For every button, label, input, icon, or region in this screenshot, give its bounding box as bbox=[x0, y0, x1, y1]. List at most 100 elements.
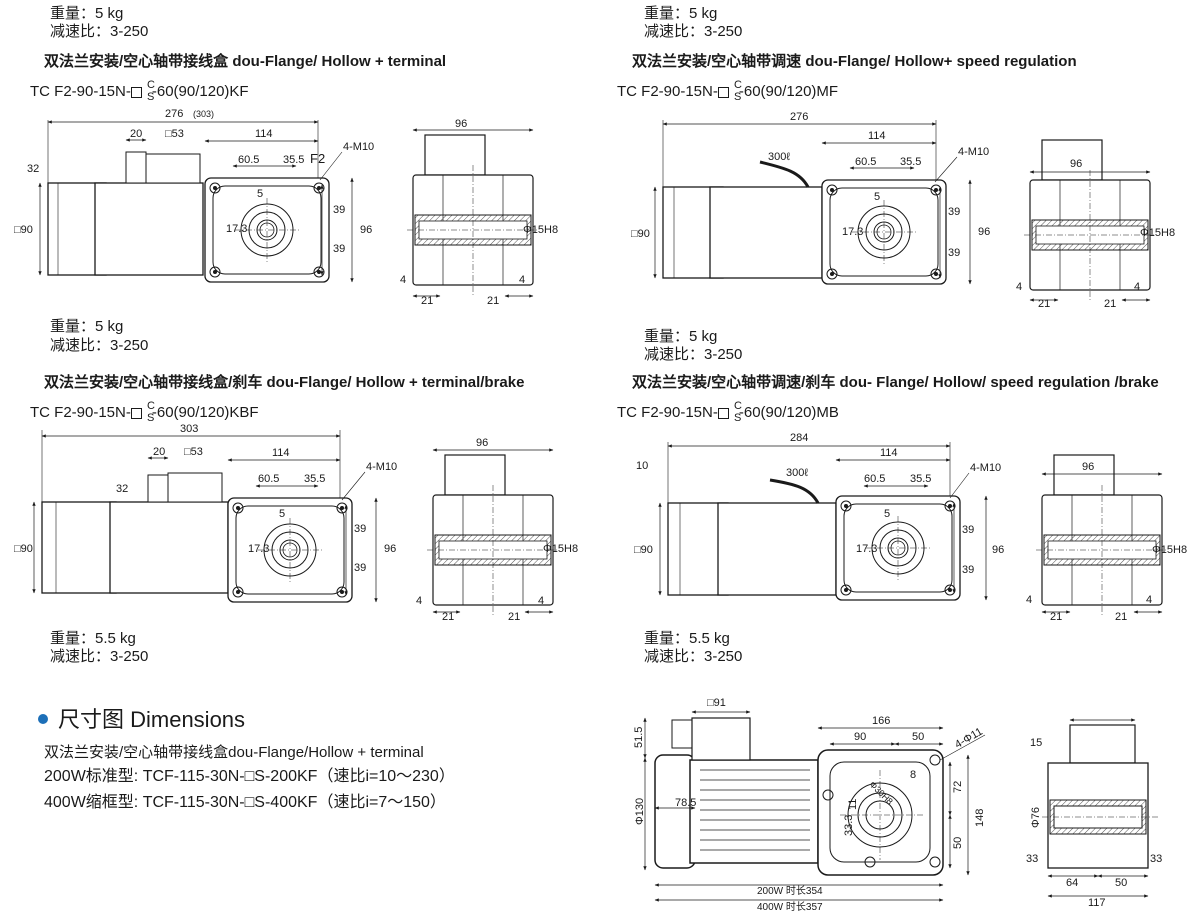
dim-4b: 4 bbox=[538, 595, 544, 607]
side-dim-33a: 33 bbox=[1026, 853, 1038, 865]
drawing-middle-right: 300ℓ 284 10 114 60.5 35.5 4-M10 □90 5 17… bbox=[634, 432, 1187, 623]
dim-53: □53 bbox=[184, 446, 203, 458]
dim-90: □90 bbox=[634, 544, 653, 556]
dim-60-5: 60.5 bbox=[864, 473, 885, 485]
model-prefix: TC F2-90-15N- bbox=[617, 404, 718, 421]
dim-90: □90 bbox=[14, 543, 33, 555]
dimensions-subtitle: 双法兰安装/空心轴带接线盒dou-Flange/Hollow + termina… bbox=[44, 744, 424, 761]
dim-4b: 4 bbox=[1146, 594, 1152, 606]
dim-166: 166 bbox=[872, 715, 890, 727]
side-dim-64: 64 bbox=[1066, 877, 1078, 889]
cable-length: 300ℓ bbox=[768, 151, 790, 163]
shaft-dim: Φ15H8 bbox=[523, 224, 558, 236]
dim-length: 276 bbox=[790, 111, 808, 123]
frac-s: S bbox=[147, 91, 155, 103]
dim-5: 5 bbox=[884, 508, 890, 520]
frac-c: C bbox=[147, 400, 155, 412]
dim-5: 5 bbox=[279, 508, 285, 520]
dim-50b: 50 bbox=[952, 837, 964, 849]
dim-90: □90 bbox=[14, 224, 33, 236]
dim-53: □53 bbox=[165, 128, 184, 140]
dim-130: Φ130 bbox=[634, 798, 646, 825]
dim-96: 96 bbox=[360, 224, 372, 236]
dim-21a: 21 bbox=[442, 611, 454, 623]
dim-39a: 39 bbox=[354, 523, 366, 535]
dim-21b: 21 bbox=[1104, 298, 1116, 310]
dim-114: 114 bbox=[880, 447, 898, 459]
model-prefix: TC F2-90-15N- bbox=[30, 83, 131, 100]
section-title: 双法兰安装/空心轴带调速 dou-Flange/ Hollow+ speed r… bbox=[632, 53, 1077, 70]
side-dim-96: 96 bbox=[1082, 461, 1094, 473]
side-dim-76: Φ76 bbox=[1030, 807, 1042, 828]
dim-32: 32 bbox=[27, 163, 39, 175]
shaft-dim: Φ15H8 bbox=[543, 543, 578, 555]
dimensions-heading: 尺寸图 Dimensions bbox=[58, 707, 246, 732]
side-dim-96: 96 bbox=[476, 437, 488, 449]
model-code: TC F2-90-15N--60(90/120)MB bbox=[617, 404, 839, 421]
drawing-top-left: 276 (303) 20 □53 114 60.5 35.5 F2 4-M10 … bbox=[14, 108, 558, 307]
model-suffix: -60(90/120)MF bbox=[738, 83, 839, 100]
model-suffix: -60(90/120)KF bbox=[151, 83, 249, 100]
dim-60-5: 60.5 bbox=[238, 154, 259, 166]
drawing-dimensions: □91 51.5 Φ130 78.5 166 90 50 4-Φ11 Φ30H8… bbox=[633, 697, 1162, 913]
dim-32: 32 bbox=[116, 483, 128, 495]
dim-21b: 21 bbox=[487, 295, 499, 307]
dim-20: 20 bbox=[130, 128, 142, 140]
section-title: 双法兰安装/空心轴带接线盒 dou-Flange/ Hollow + termi… bbox=[44, 53, 447, 70]
dim-39a: 39 bbox=[962, 524, 974, 536]
box-icon bbox=[717, 86, 729, 98]
dim-length-alt: (303) bbox=[193, 109, 214, 119]
dim-21b: 21 bbox=[1115, 611, 1127, 623]
dim-35-5: 35.5 bbox=[900, 156, 921, 168]
dim-length: 284 bbox=[790, 432, 808, 444]
dim-length: 303 bbox=[180, 423, 198, 435]
box-icon bbox=[130, 86, 142, 98]
dim-17-3: 17.3 bbox=[856, 543, 877, 555]
dim-33-3: 33.3 bbox=[843, 815, 855, 836]
frac-s: S bbox=[734, 91, 742, 103]
side-dim-117: 117 bbox=[1088, 897, 1106, 909]
dim-4-m10: 4-M10 bbox=[970, 462, 1001, 474]
frac-c: C bbox=[734, 79, 742, 91]
section-title: 双法兰安装/空心轴带调速/刹车 dou- Flange/ Hollow/ spe… bbox=[632, 374, 1159, 391]
dim-96: 96 bbox=[978, 226, 990, 238]
dim-96: 96 bbox=[384, 543, 396, 555]
model-prefix: TC F2-90-15N- bbox=[30, 404, 131, 421]
dim-50: 50 bbox=[912, 731, 924, 743]
shaft-dim: Φ15H8 bbox=[1140, 227, 1175, 239]
dim-78-5: 78.5 bbox=[675, 797, 696, 809]
dim-4a: 4 bbox=[1026, 594, 1032, 606]
shaft-dim: Φ15H8 bbox=[1152, 544, 1187, 556]
dim-17-3: 17.3 bbox=[226, 223, 247, 235]
dim-4b: 4 bbox=[1134, 281, 1140, 293]
model-suffix: -60(90/120)KBF bbox=[151, 404, 259, 421]
side-dim-15: 15 bbox=[1030, 737, 1042, 749]
dim-21b: 21 bbox=[508, 611, 520, 623]
dim-60-5: 60.5 bbox=[855, 156, 876, 168]
weight-label: 重量：5 kg bbox=[644, 5, 718, 22]
ratio-label: 减速比：3-250 bbox=[644, 23, 743, 40]
dim-39b: 39 bbox=[354, 562, 366, 574]
weight-label: 重量：5.5 kg bbox=[644, 630, 730, 647]
dim-114: 114 bbox=[868, 130, 886, 142]
length-200w: 200W 时长354 bbox=[757, 885, 823, 897]
dim-4-m10: 4-M10 bbox=[366, 461, 397, 473]
side-dim-50: 50 bbox=[1115, 877, 1127, 889]
model-400w: 400W缩框型: TCF-115-30N-□S-400KF（速比i=7～150） bbox=[44, 794, 446, 811]
dim-21a: 21 bbox=[1038, 298, 1050, 310]
weight-label: 重量：5 kg bbox=[50, 5, 124, 22]
dim-35-5: 35.5 bbox=[283, 154, 304, 166]
dim-length: 276 bbox=[165, 108, 183, 120]
side-dim-96: 96 bbox=[455, 118, 467, 130]
dim-4b: 4 bbox=[519, 274, 525, 286]
drawing-middle-left: 303 20 □53 114 60.5 35.5 4-M10 32 □90 5 … bbox=[14, 423, 578, 623]
dim-39a: 39 bbox=[948, 206, 960, 218]
model-code: TC F2-90-15N- -60(90/120)KF bbox=[30, 83, 249, 100]
dim-60-5: 60.5 bbox=[258, 473, 279, 485]
model-code: TC F2-90-15N--60(90/120)MF bbox=[617, 83, 838, 100]
model-200w: 200W标准型: TCF-115-30N-□S-200KF（速比i=10～230… bbox=[44, 768, 455, 785]
label-f2: F2 bbox=[310, 151, 325, 166]
weight-label: 重量：5 kg bbox=[50, 318, 124, 335]
dim-39b: 39 bbox=[962, 564, 974, 576]
model-code: TC F2-90-15N- -60(90/120)KBF bbox=[30, 404, 259, 421]
